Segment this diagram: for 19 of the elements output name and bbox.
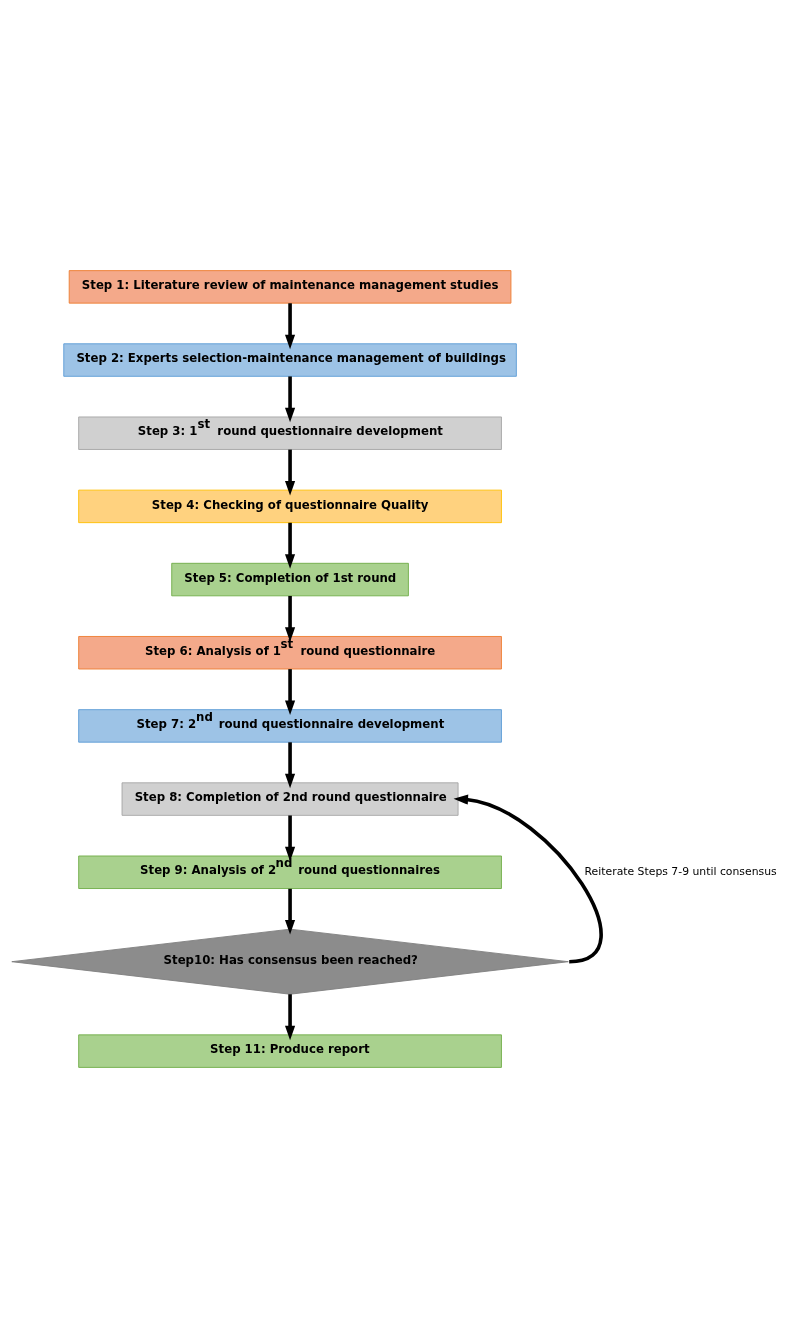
- arrow: [285, 376, 296, 423]
- node-box: Step 1: Literature review of maintenance management studies: [68, 270, 512, 304]
- node-box: Step 5: Completion of 1st round: [171, 562, 409, 597]
- arrow: [285, 815, 296, 862]
- node-box: Step 2: Experts selection-maintenance management of buildings: [63, 343, 517, 377]
- arrow: [285, 994, 296, 1041]
- edge-label: Reiterate Steps 7-9 until consensus: [584, 865, 777, 879]
- node-diamond: Step10: Has consensus been reached?: [11, 928, 569, 995]
- arrow: [285, 522, 296, 569]
- arrow: [285, 449, 296, 496]
- arrow: [285, 888, 296, 935]
- arrow: [285, 303, 296, 350]
- arrow: [285, 669, 296, 715]
- arrow: [285, 742, 296, 789]
- node-box: Step 11: Produce report: [78, 1034, 502, 1068]
- node-box: Step 8: Completion of 2nd round questionnaire: [121, 782, 459, 816]
- arrow: [285, 595, 296, 642]
- node-box: Step 4: Checking of questionnaire Quality: [78, 489, 502, 524]
- arrow: [453, 794, 603, 964]
